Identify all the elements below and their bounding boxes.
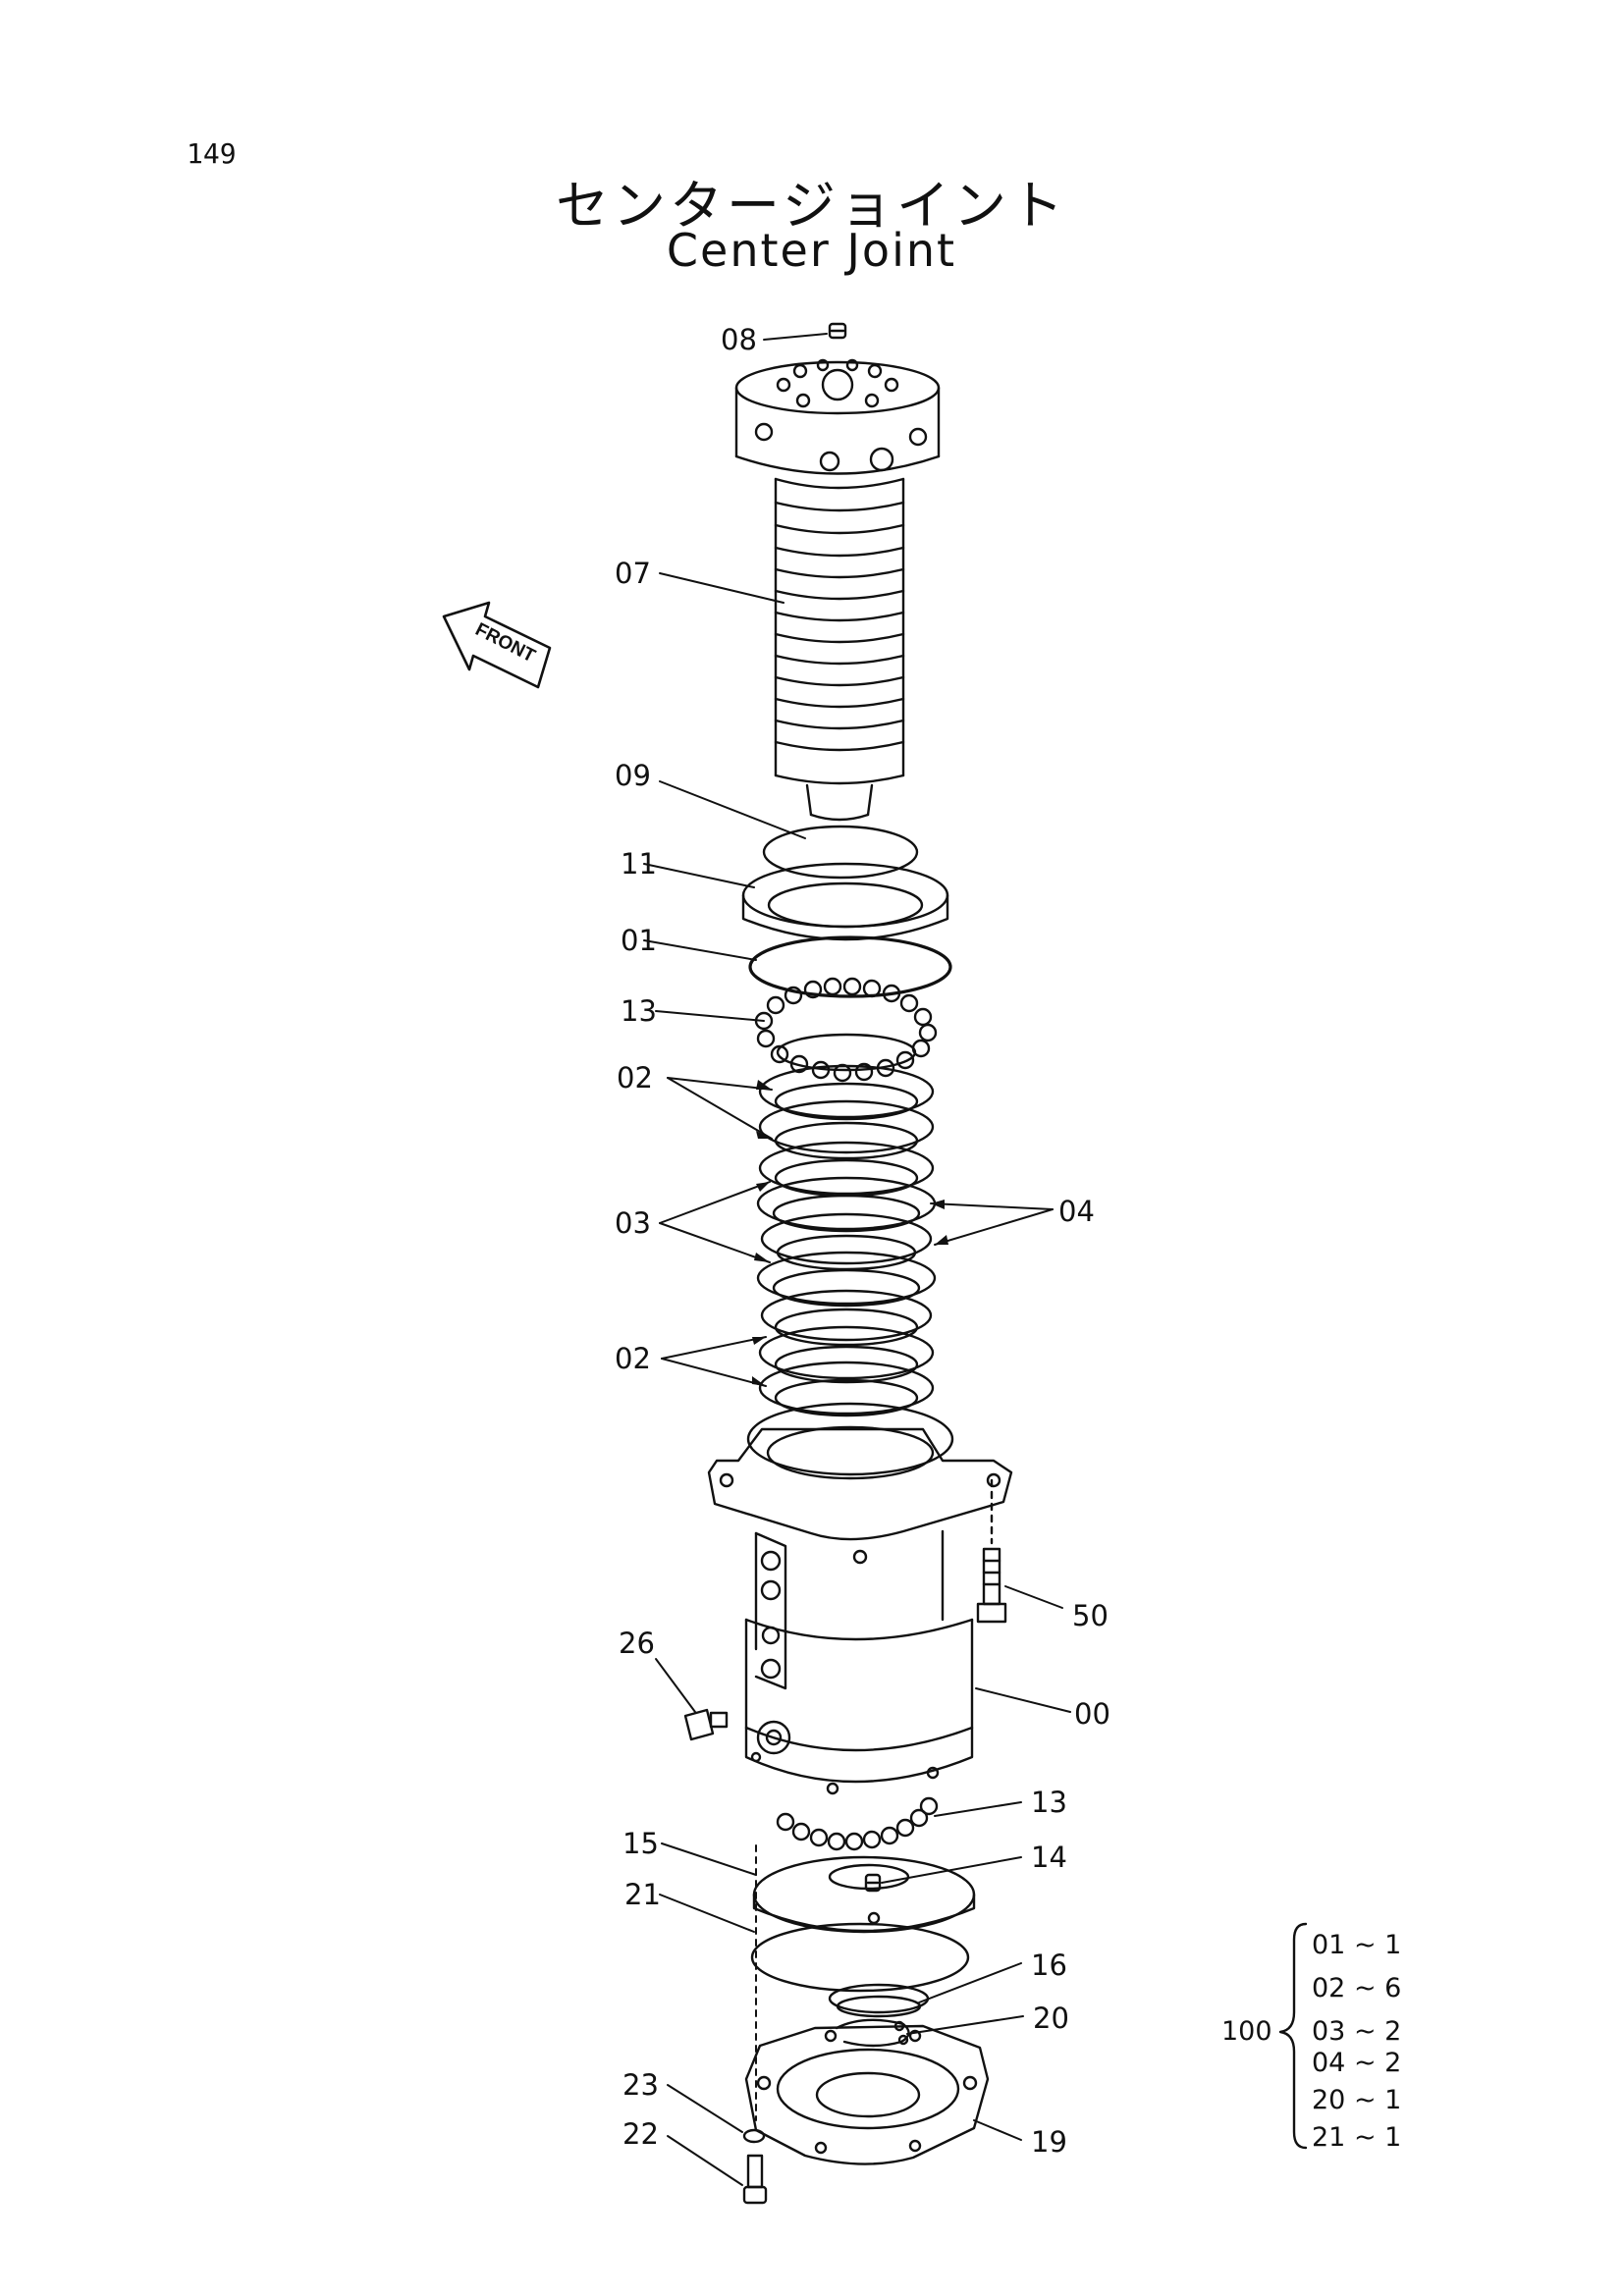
label-16: 16 <box>1031 1949 1067 1982</box>
page-number: 149 <box>187 137 237 170</box>
label-13-upper: 13 <box>621 994 657 1028</box>
label-09: 09 <box>615 759 651 792</box>
thrust-plate-15-icon <box>752 1855 976 1934</box>
title-english: Center Joint <box>666 224 957 277</box>
kit-item-5: 20 ~ 1 <box>1312 2085 1401 2115</box>
snap-ring-20-icon <box>835 2018 910 2048</box>
bolt-50-icon <box>976 1478 1007 1624</box>
plug-26-icon <box>683 1708 729 1741</box>
label-03: 03 <box>615 1206 651 1240</box>
label-23: 23 <box>622 2068 659 2102</box>
label-15: 15 <box>622 1827 659 1860</box>
part-labels: 08 07 09 11 01 13 02 03 04 02 50 26 00 1… <box>615 323 1110 2159</box>
kit-item-4: 04 ~ 2 <box>1312 2048 1401 2078</box>
cover-19-icon <box>744 2024 990 2165</box>
seal-11-icon <box>741 862 949 941</box>
front-arrow-icon: FRONT <box>442 601 552 689</box>
washer-23-icon <box>742 2128 766 2144</box>
kit-item-6: 21 ~ 1 <box>1312 2122 1401 2153</box>
label-01: 01 <box>621 924 657 957</box>
leader-arrowheads <box>752 1080 948 1386</box>
title-japanese: センタージョイント <box>556 175 1067 237</box>
kit-item-3: 03 ~ 2 <box>1312 2016 1401 2047</box>
label-20: 20 <box>1033 2002 1069 2035</box>
label-19: 19 <box>1031 2125 1067 2159</box>
bearing-balls-13-upper-icon <box>754 977 938 1083</box>
label-26: 26 <box>619 1627 655 1660</box>
label-00: 00 <box>1074 1697 1110 1731</box>
label-04: 04 <box>1058 1195 1095 1228</box>
kit-list: 100 01 ~ 1 02 ~ 6 03 ~ 2 04 ~ 2 20 ~ 1 2… <box>1221 1922 1401 2153</box>
set-screw-08-icon <box>828 322 847 340</box>
label-22: 22 <box>622 2117 659 2151</box>
label-21: 21 <box>624 1878 661 1911</box>
label-14: 14 <box>1031 1841 1067 1874</box>
label-08: 08 <box>721 323 757 356</box>
o-ring-09-icon <box>762 825 919 880</box>
bolt-22-icon <box>742 2154 768 2205</box>
label-07: 07 <box>615 557 651 590</box>
kit-number: 100 <box>1221 2016 1272 2047</box>
screw-14-icon <box>864 1873 882 1893</box>
housing-00-icon <box>707 1402 1013 1795</box>
kit-item-1: 01 ~ 1 <box>1312 1930 1401 1960</box>
label-02-lower: 02 <box>615 1342 651 1375</box>
spindle-07-icon <box>734 358 941 822</box>
seal-stack-icon <box>756 1064 937 1417</box>
label-02-upper: 02 <box>617 1061 653 1095</box>
o-ring-01-icon <box>748 935 952 998</box>
o-ring-21-icon <box>750 1922 970 1993</box>
kit-brace-icon <box>1278 1922 1308 2150</box>
kit-item-2: 02 ~ 6 <box>1312 1973 1401 2003</box>
label-13-lower: 13 <box>1031 1786 1067 1819</box>
label-11: 11 <box>621 847 657 881</box>
label-50: 50 <box>1072 1599 1109 1632</box>
leader-lines <box>643 333 1071 2186</box>
bearing-balls-13-lower-icon <box>776 1796 939 1851</box>
